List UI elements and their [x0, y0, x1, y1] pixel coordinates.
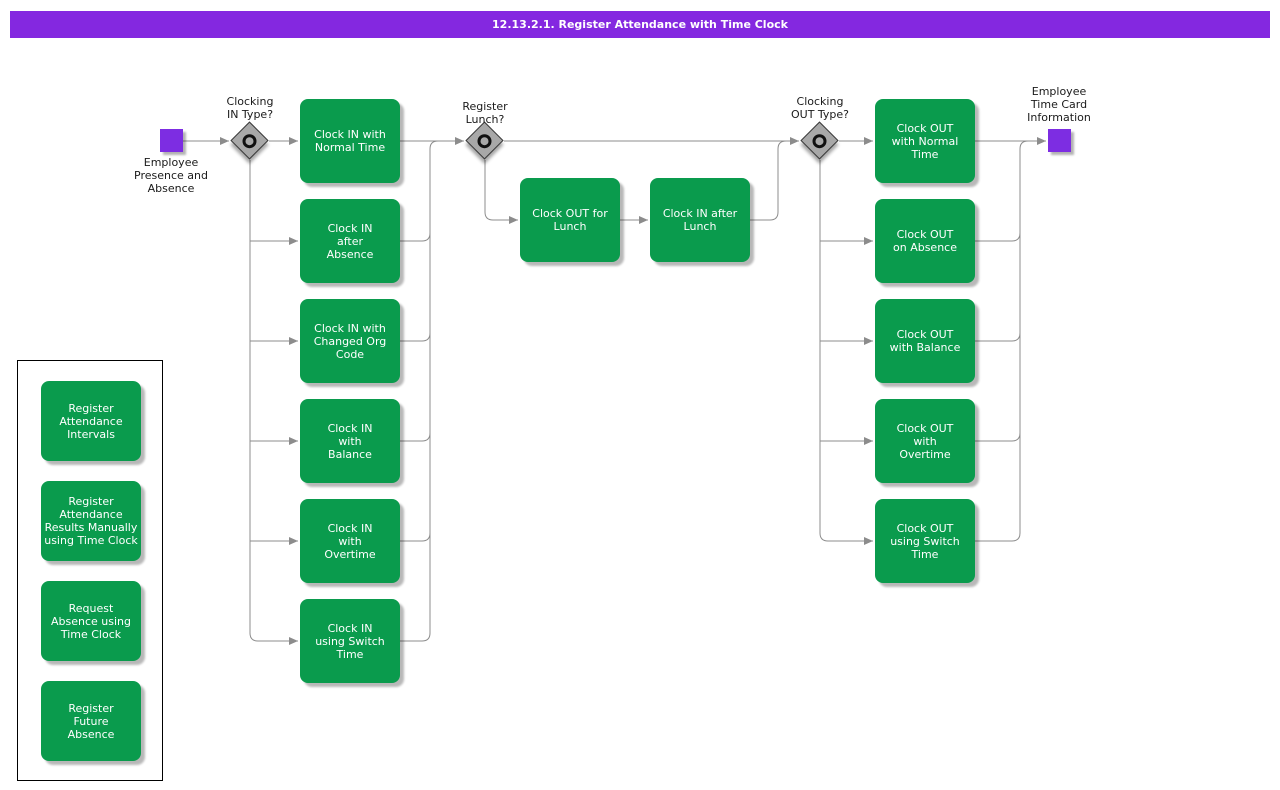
task-clock-in-switch-time[interactable]: Clock IN using Switch Time	[300, 599, 400, 683]
task-clock-in-changed-org-code[interactable]: Clock IN with Changed Org Code	[300, 299, 400, 383]
or-gateway-icon	[809, 130, 830, 151]
or-gateway-icon	[474, 130, 495, 151]
related-processes-panel: Register Attendance Intervals Register A…	[17, 360, 163, 781]
task-clock-out-overtime[interactable]: Clock OUT with Overtime	[875, 399, 975, 483]
diagram-title-bar: 12.13.2.1. Register Attendance with Time…	[10, 11, 1270, 38]
or-gateway-icon	[239, 130, 260, 151]
gateway-clocking-out-type	[800, 121, 839, 160]
start-event-square	[160, 129, 183, 152]
task-clock-out-normal-time[interactable]: Clock OUT with Normal Time	[875, 99, 975, 183]
legend-item-register-attendance-results-manually[interactable]: Register Attendance Results Manually usi…	[41, 481, 141, 561]
task-clock-out-for-lunch[interactable]: Clock OUT for Lunch	[520, 178, 620, 262]
gateway-register-lunch	[465, 121, 504, 160]
end-event-square	[1048, 129, 1071, 152]
gateway-label-clocking-out-type: Clocking OUT Type?	[790, 95, 850, 121]
task-clock-out-switch-time[interactable]: Clock OUT using Switch Time	[875, 499, 975, 583]
task-clock-in-after-lunch[interactable]: Clock IN after Lunch	[650, 178, 750, 262]
end-event-label: Employee Time Card Information	[1027, 85, 1091, 124]
gateway-clocking-in-type	[230, 121, 269, 160]
task-clock-out-balance[interactable]: Clock OUT with Balance	[875, 299, 975, 383]
task-clock-out-on-absence[interactable]: Clock OUT on Absence	[875, 199, 975, 283]
legend-item-register-future-absence[interactable]: Register Future Absence	[41, 681, 141, 761]
task-clock-in-after-absence[interactable]: Clock IN after Absence	[300, 199, 400, 283]
task-clock-in-balance[interactable]: Clock IN with Balance	[300, 399, 400, 483]
task-clock-in-overtime[interactable]: Clock IN with Overtime	[300, 499, 400, 583]
start-event-label: Employee Presence and Absence	[134, 156, 208, 195]
gateway-label-register-lunch: Register Lunch?	[462, 100, 508, 126]
legend-item-register-attendance-intervals[interactable]: Register Attendance Intervals	[41, 381, 141, 461]
legend-item-request-absence-using-time-clock[interactable]: Request Absence using Time Clock	[41, 581, 141, 661]
task-clock-in-normal-time[interactable]: Clock IN with Normal Time	[300, 99, 400, 183]
gateway-label-clocking-in-type: Clocking IN Type?	[226, 95, 274, 121]
